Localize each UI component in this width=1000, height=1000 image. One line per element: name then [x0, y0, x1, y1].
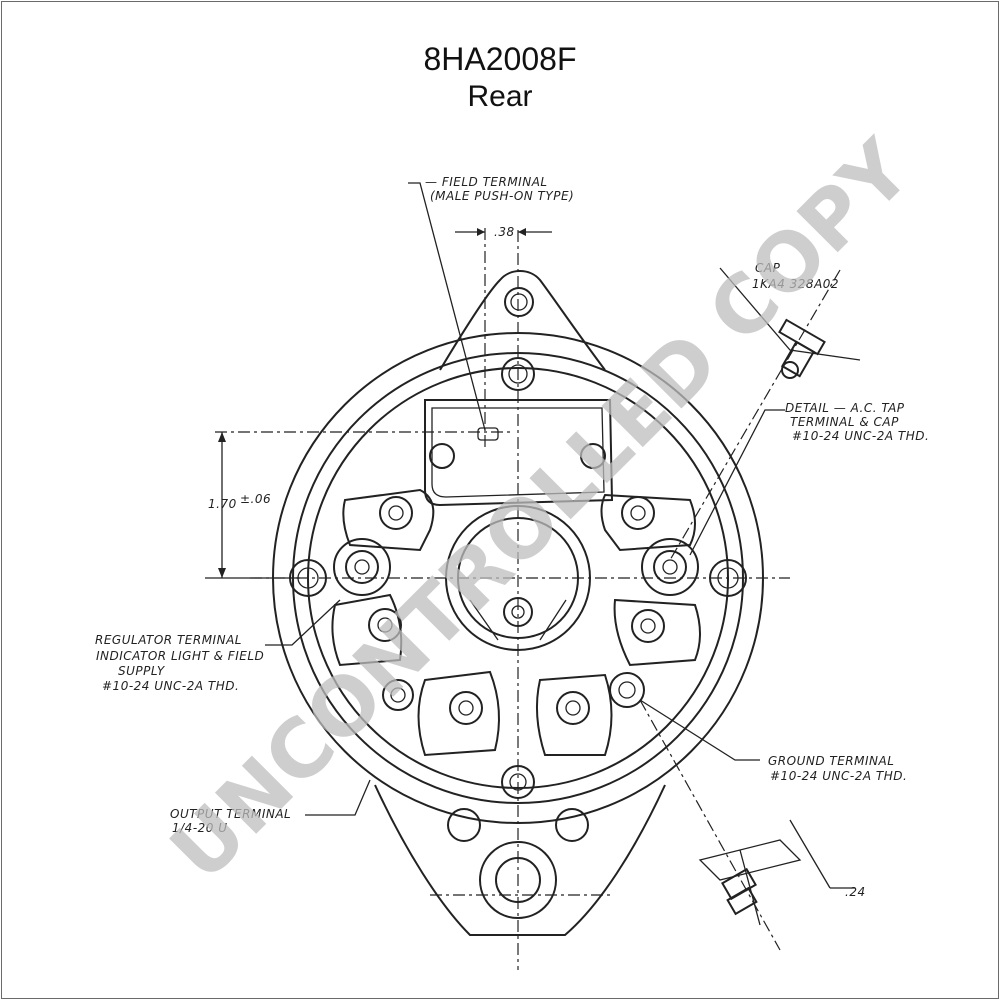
annotation-labels: — FIELD TERMINAL (MALE PUSH-ON TYPE) .38…	[95, 175, 929, 899]
ac-tap-detail-cap	[719, 267, 861, 379]
title-block: 8HA2008F Rear	[0, 40, 1000, 116]
detail-line2: TERMINAL & CAP	[790, 415, 899, 429]
dim-170-tolerance: ±.06	[240, 492, 271, 506]
detail-line3: #10-24 UNC-2A THD.	[792, 429, 929, 443]
cap-part-label: 1KA4 328A02	[752, 277, 839, 291]
dim-170-label: 1.70	[208, 497, 237, 511]
dim-38-label: .38	[494, 225, 515, 239]
regulator-line3: SUPPLY	[118, 664, 166, 678]
regulator-line4: #10-24 UNC-2A THD.	[102, 679, 239, 693]
dimensions	[205, 228, 855, 889]
output-line1: OUTPUT TERMINAL	[170, 807, 291, 821]
field-terminal-type-label: (MALE PUSH-ON TYPE)	[430, 189, 574, 203]
leader-lines	[265, 182, 785, 816]
ground-terminal	[609, 672, 645, 708]
cap-label: CAP	[755, 261, 781, 275]
upper-bolt	[501, 357, 535, 391]
detail-line1: DETAIL — A.C. TAP	[785, 401, 905, 415]
stator-studs	[333, 538, 699, 596]
ground-terminal-detail	[698, 839, 802, 926]
regulator-line1: REGULATOR TERMINAL	[95, 633, 242, 647]
top-mounting-ear	[439, 270, 606, 371]
ground-line2: #10-24 UNC-2A THD.	[770, 769, 907, 783]
dim-24-label: .24	[845, 885, 866, 899]
output-line2: 1/4-20 U	[172, 821, 228, 835]
drawing-subtitle: Rear	[467, 80, 533, 113]
drawing-title: 8HA2008F	[423, 41, 577, 77]
bottom-mounting-ear	[374, 784, 666, 936]
regulator-line2: INDICATOR LIGHT & FIELD	[96, 649, 264, 663]
field-terminal-label: — FIELD TERMINAL	[425, 175, 548, 189]
output-terminal	[382, 679, 414, 711]
ground-line1: GROUND TERMINAL	[768, 754, 894, 768]
center-lines	[215, 228, 841, 970]
